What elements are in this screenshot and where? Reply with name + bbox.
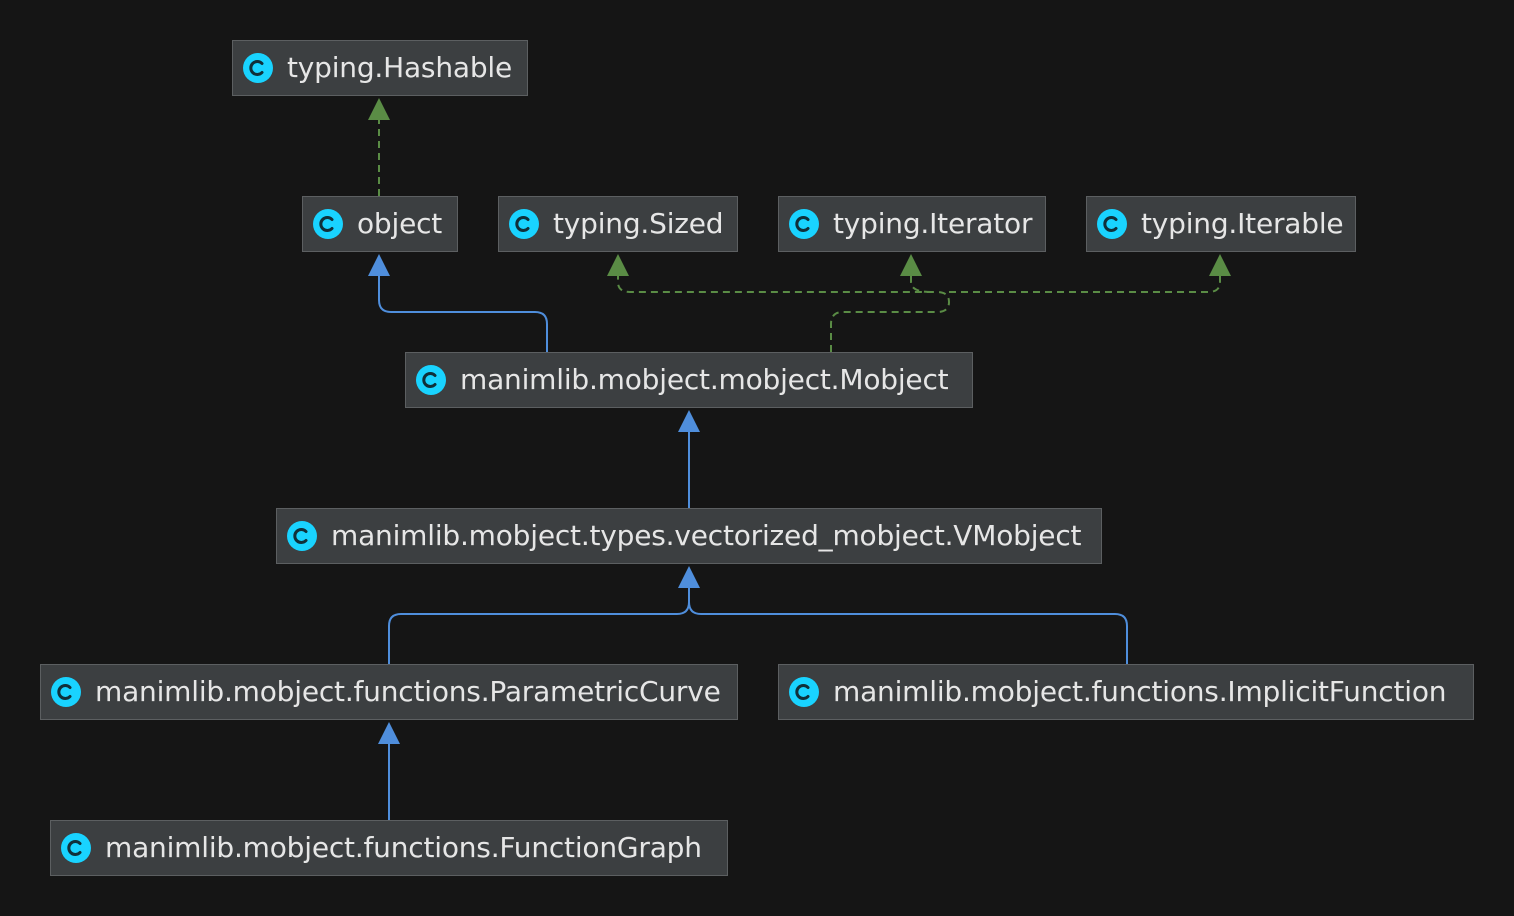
class-icon	[313, 209, 343, 239]
class-name: manimlib.mobject.types.vectorized_mobjec…	[331, 519, 1082, 552]
class-node-object[interactable]: object	[302, 196, 458, 252]
edge-mobject-to-sized	[617, 276, 951, 352]
class-name: typing.Hashable	[287, 51, 513, 84]
class-icon	[287, 521, 317, 551]
edge-mobject-to-iterable	[949, 276, 1221, 293]
class-icon	[243, 53, 273, 83]
arrowhead-object	[368, 254, 390, 276]
class-name: object	[357, 207, 443, 240]
class-node-mobject[interactable]: manimlib.mobject.mobject.Mobject	[405, 352, 973, 408]
class-name: typing.Iterator	[833, 207, 1033, 240]
class-node-typing-sized[interactable]: typing.Sized	[498, 196, 738, 252]
class-node-implicit-function[interactable]: manimlib.mobject.functions.ImplicitFunct…	[778, 664, 1474, 720]
class-icon	[416, 365, 446, 395]
class-node-typing-hashable[interactable]: typing.Hashable	[232, 40, 528, 96]
class-node-function-graph[interactable]: manimlib.mobject.functions.FunctionGraph	[50, 820, 728, 876]
class-name: manimlib.mobject.mobject.Mobject	[460, 363, 949, 396]
class-name: manimlib.mobject.functions.FunctionGraph	[105, 831, 702, 864]
edge-parametric-to-vmobject	[388, 588, 690, 664]
edge-mobject-to-object	[378, 276, 548, 352]
class-name: typing.Iterable	[1141, 207, 1344, 240]
class-icon	[51, 677, 81, 707]
arrowhead-sized	[607, 254, 629, 276]
class-name: typing.Sized	[553, 207, 724, 240]
edge-mobject-to-iterator	[910, 276, 932, 293]
class-icon	[1097, 209, 1127, 239]
class-icon	[789, 209, 819, 239]
arrowhead-vmobject	[678, 566, 700, 588]
class-name: manimlib.mobject.functions.ImplicitFunct…	[833, 675, 1447, 708]
class-node-typing-iterable[interactable]: typing.Iterable	[1086, 196, 1356, 252]
class-icon	[789, 677, 819, 707]
class-name: manimlib.mobject.functions.ParametricCur…	[95, 675, 721, 708]
class-icon	[61, 833, 91, 863]
arrowhead-iterable	[1209, 254, 1231, 276]
arrowhead-iterator	[900, 254, 922, 276]
class-node-typing-iterator[interactable]: typing.Iterator	[778, 196, 1046, 252]
edge-implicit-to-vmobject	[688, 601, 1128, 664]
class-node-parametric-curve[interactable]: manimlib.mobject.functions.ParametricCur…	[40, 664, 738, 720]
arrowhead-hashable	[368, 98, 390, 120]
arrowhead-parametric	[378, 722, 400, 744]
arrowhead-mobject	[678, 410, 700, 432]
class-node-vmobject[interactable]: manimlib.mobject.types.vectorized_mobjec…	[276, 508, 1102, 564]
class-icon	[509, 209, 539, 239]
